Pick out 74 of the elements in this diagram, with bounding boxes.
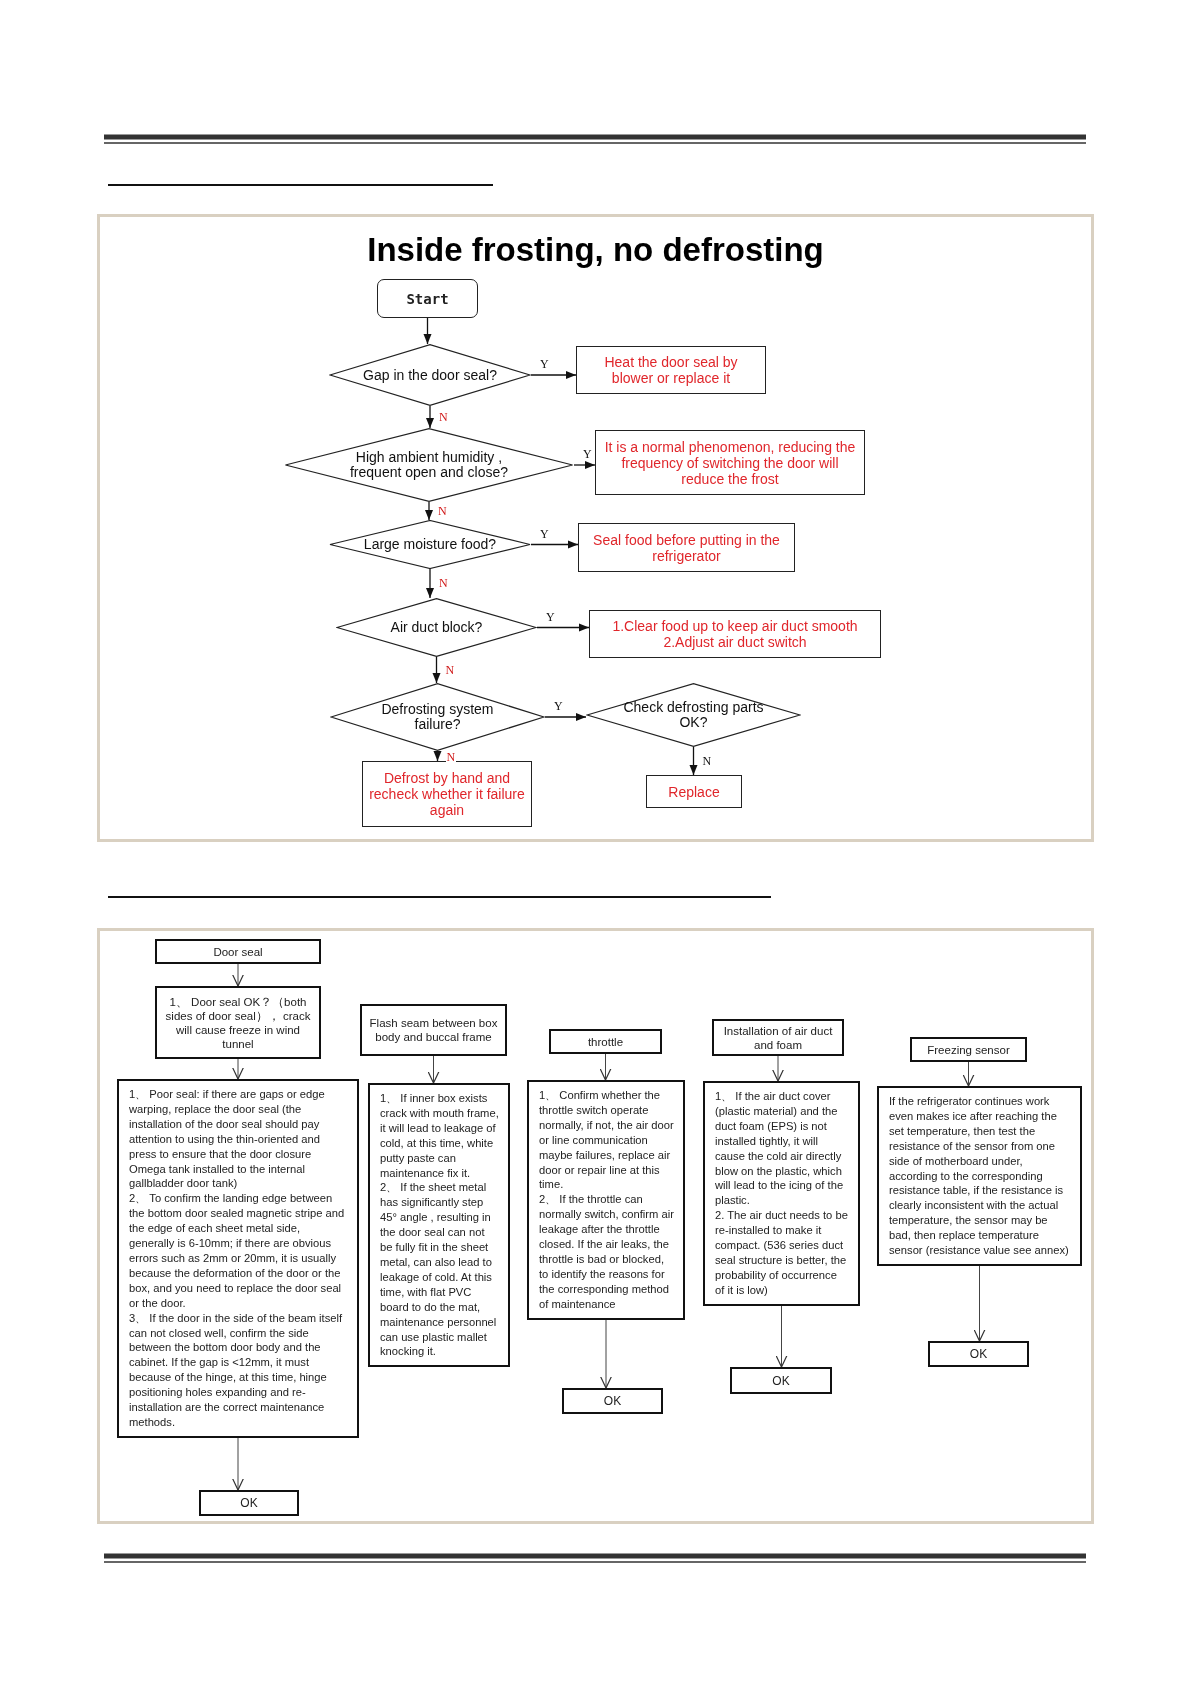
arrow bbox=[530, 540, 579, 549]
decision-diamond: High ambient humidity , frequent open and close? bbox=[284, 428, 574, 502]
text-box bbox=[877, 1086, 1082, 1266]
edge-label: N bbox=[701, 754, 713, 768]
arrow bbox=[600, 1319, 612, 1389]
arrow bbox=[544, 713, 587, 721]
arrow bbox=[427, 1055, 440, 1084]
text-box bbox=[703, 1081, 860, 1306]
edge-label: N bbox=[438, 577, 449, 590]
edge-label: N bbox=[437, 504, 448, 518]
arrow bbox=[772, 1055, 784, 1082]
arrow bbox=[530, 371, 577, 379]
process-box: throttle bbox=[549, 1029, 662, 1054]
paragraph: 1、 If the air duct cover (plastic material) and the duct foam (EPS) is not installed tightly, it will cause the cold air directly blow on the plastic, which will lead to the icing of the plastic. bbox=[715, 1089, 845, 1209]
edge-label: Y bbox=[539, 527, 550, 541]
arrow bbox=[232, 1437, 244, 1491]
process-box: OK bbox=[928, 1341, 1029, 1367]
paragraph: 3、 If the door in the side of the beam itself can not closed well, confirm the side between the bottom door body and the cabinet. If the gap is <12mm, it must because of the hinge, at this time, hinge positioning holes expanding and re-installation are the correct maintenance methods. bbox=[129, 1310, 344, 1430]
edge-label: Y bbox=[553, 700, 564, 713]
process-box: Defrost by hand and recheck whether it failure again bbox=[362, 761, 532, 827]
paragraph: 2、 If the sheet metal has significantly step 45° angle , resulting in the door seal can not be fully fit in the sheet metal, can also lead to leakage of cold. At this time, with flat PVC board to do the mat, maintenance personnel can use plastic mallet knocking it. bbox=[380, 1180, 498, 1360]
decision-diamond: Defrosting system failure? bbox=[330, 683, 545, 751]
paragraph: 2、 To confirm the landing edge between the bottom door sealed magnetic stripe and the edge of each sheet metal side, generally is 6-10mm; if there are obvious errors such as 2mm or 20mm, it is usually because the deformation of the door or the box, and you need to replace the door seal or the door. bbox=[129, 1191, 346, 1311]
paragraph: 2、 If the throttle can normally switch, confirm air leakage after the throttle closed. If the air leaks, the throttle is bad or blocked, to identify the reasons for the corresponding method of maintenance bbox=[539, 1192, 674, 1312]
edge-label: Y bbox=[539, 358, 550, 371]
edge-label: Y bbox=[582, 448, 593, 461]
arrow bbox=[433, 750, 442, 762]
process-box: Door seal bbox=[155, 939, 321, 964]
arrow bbox=[232, 963, 244, 987]
process-box: OK bbox=[199, 1490, 299, 1516]
decision-diamond: Air duct block? bbox=[336, 598, 537, 657]
process-box: Installation of air duct and foam bbox=[712, 1019, 844, 1056]
arrow bbox=[423, 317, 432, 345]
arrow bbox=[775, 1305, 788, 1368]
arrow bbox=[962, 1061, 975, 1087]
paragraph: 2. The air duct needs to be re-installed to make it compact. (536 series duct seal structure is better, the probability of occurrence of it is low) bbox=[715, 1208, 849, 1298]
paragraph: 1、 Poor seal: if there are gaps or edge warping, replace the door seal (the installation of the door seal should pay attention to using the thin-oriented and press to ensure that the door closure Omega tank installed to the internal gallbladder door tank) bbox=[129, 1087, 326, 1192]
arrow bbox=[426, 568, 434, 599]
arrow bbox=[536, 623, 590, 632]
process-box bbox=[589, 610, 881, 658]
title: Inside frosting, no defrosting bbox=[366, 230, 825, 270]
process-box: OK bbox=[730, 1367, 832, 1394]
arrow bbox=[573, 461, 596, 469]
process-box: 1、 Door seal OK？（both sides of door seal）， crack will cause freeze in wind tunnel bbox=[155, 986, 321, 1059]
arrow bbox=[232, 1058, 244, 1080]
text-line: 1.Clear food up to keep air duct smooth bbox=[612, 618, 858, 634]
edge-label: N bbox=[445, 751, 457, 764]
process-box: OK bbox=[562, 1388, 663, 1414]
arrow bbox=[599, 1053, 612, 1081]
text-box bbox=[368, 1083, 510, 1368]
text-box bbox=[117, 1079, 359, 1438]
arrow bbox=[432, 656, 441, 684]
paragraph: 1、 Confirm whether the throttle switch operate normally, if not, the air door or line communication maybe failures, replace air door or repair line at this time. bbox=[539, 1088, 674, 1193]
arrow bbox=[689, 746, 698, 776]
text-line: 2.Adjust air duct switch bbox=[663, 634, 807, 650]
decision-diamond: Check defrosting parts OK? bbox=[586, 683, 801, 747]
process-box: Replace bbox=[646, 775, 742, 808]
paragraph: 1、 If inner box exists crack with mouth frame, it will lead to leakage of cold, at this time, white putty paste can maintenance fix it. bbox=[380, 1091, 499, 1181]
arrow bbox=[973, 1265, 986, 1342]
decision-diamond: Large moisture food? bbox=[329, 520, 531, 569]
edge-label: N bbox=[444, 663, 456, 677]
paragraph: If the refrigerator continues work even makes ice after reaching the set temperature, then test the resistance of the sensor from one side of motherboard under, according to the corresponding resistance table, if the resistance is clearly inconsistent with the actual temperature, the sensor may be bad, then replace temperature sensor (resistance value see annex) bbox=[889, 1094, 1070, 1258]
start-box: Start bbox=[377, 279, 478, 318]
decision-diamond: Gap in the door seal? bbox=[329, 344, 531, 406]
edge-label: N bbox=[438, 410, 449, 424]
process-box: It is a normal phenomenon, reducing the frequency of switching the door will reduce the frost bbox=[595, 430, 865, 495]
edge-label: Y bbox=[545, 610, 556, 624]
text-box bbox=[527, 1080, 685, 1320]
arrow bbox=[426, 405, 434, 429]
process-box: Seal food before putting in the refrigerator bbox=[578, 523, 795, 572]
process-box: Freezing sensor bbox=[910, 1037, 1027, 1062]
arrow bbox=[425, 501, 433, 521]
process-box: Flash seam between box body and buccal frame bbox=[360, 1004, 507, 1056]
process-box: Heat the door seal by blower or replace it bbox=[576, 346, 766, 394]
